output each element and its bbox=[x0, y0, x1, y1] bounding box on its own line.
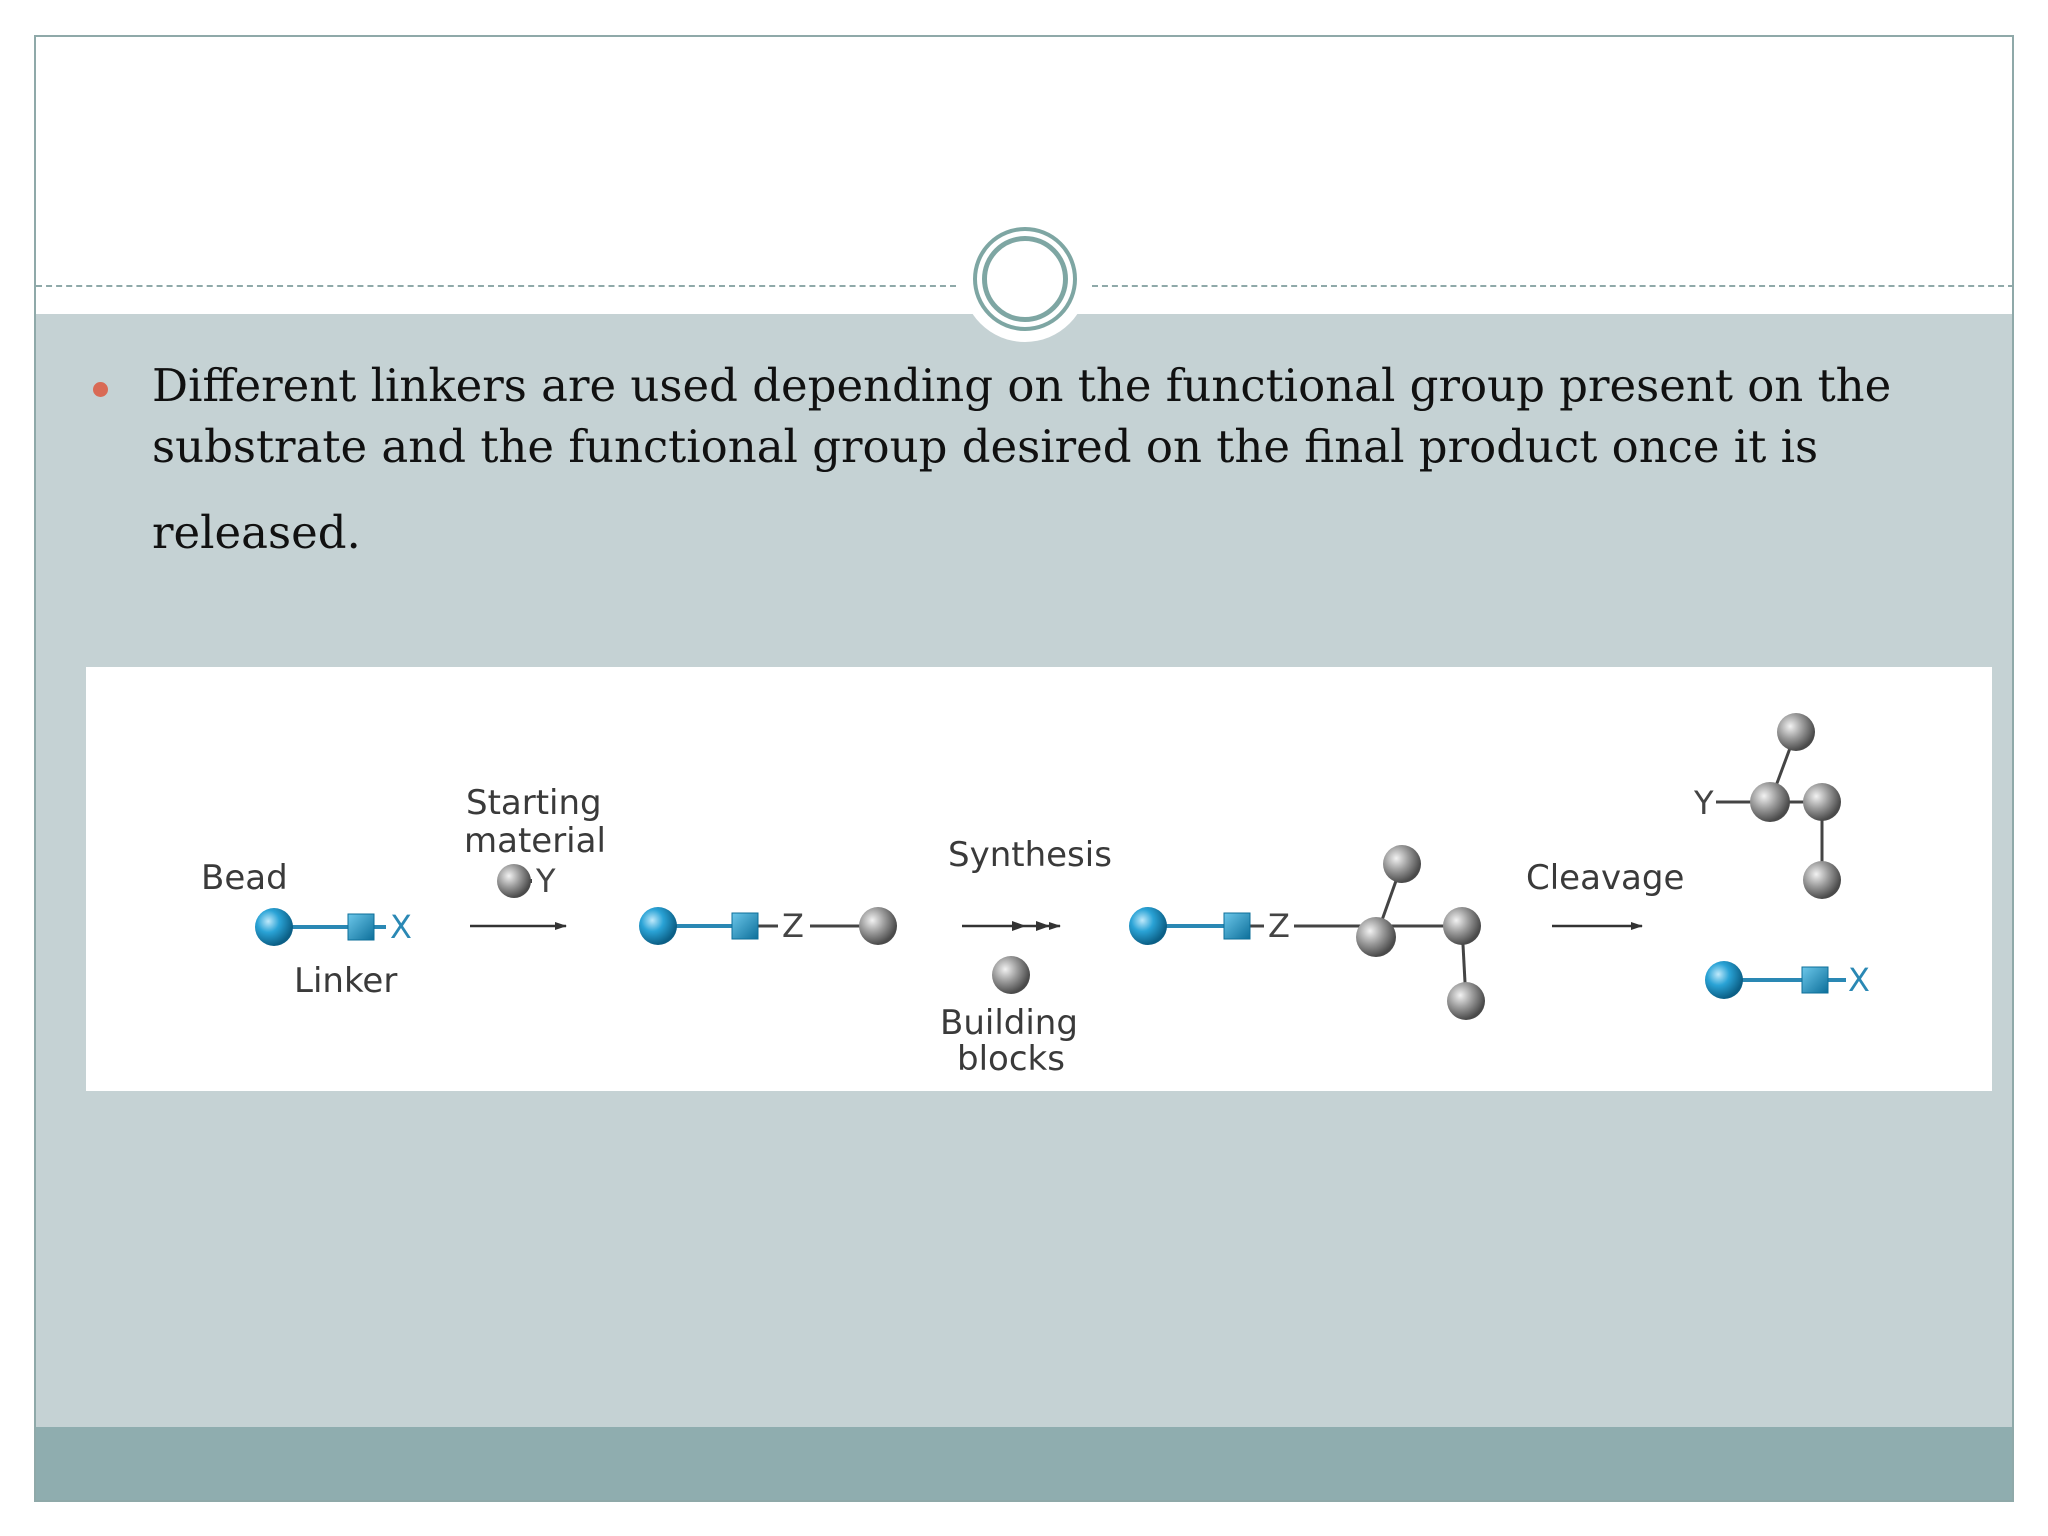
x-group-label: X bbox=[390, 908, 412, 946]
y-group-label: Y bbox=[1693, 784, 1714, 822]
gray-sphere bbox=[1383, 845, 1421, 883]
cleavage-label: Cleavage bbox=[1526, 858, 1684, 898]
building-blocks-label-1: Building bbox=[940, 1003, 1078, 1043]
slide: Different linkers are used depending on … bbox=[34, 35, 2014, 1502]
bead-sphere bbox=[1129, 907, 1167, 945]
synthesis-step: Synthesis Building blocks bbox=[940, 835, 1112, 1079]
bullet-line-2: substrate and the functional group desir… bbox=[152, 420, 1819, 473]
linker-square bbox=[1801, 966, 1829, 994]
bullet-text: Different linkers are used depending on … bbox=[152, 355, 1952, 563]
bead-linker-z-group: Z bbox=[639, 907, 897, 945]
gray-sphere bbox=[1803, 861, 1841, 899]
linker-square bbox=[347, 913, 375, 941]
released-product-group: Y bbox=[1693, 713, 1841, 899]
gray-sphere bbox=[1356, 917, 1396, 957]
gray-sphere bbox=[1443, 907, 1481, 945]
regenerated-bead-linker-group: X bbox=[1705, 961, 1870, 999]
starting-material-step: Starting material Y bbox=[464, 783, 606, 930]
gray-sphere bbox=[1447, 982, 1485, 1020]
solid-phase-synthesis-figure: Bead Linker X Starting material Y Z bbox=[86, 667, 1992, 1091]
bullet-line-3: released. bbox=[152, 506, 361, 559]
bullet-line-1: Different linkers are used depending on … bbox=[152, 359, 1892, 412]
linker-square bbox=[1223, 912, 1251, 940]
ring-ornament-inner bbox=[982, 236, 1068, 322]
bead-sphere bbox=[639, 907, 677, 945]
figure-diagram: Bead Linker X Starting material Y Z bbox=[201, 713, 1870, 1079]
linker-label: Linker bbox=[294, 961, 397, 1001]
starting-material-label-1: Starting bbox=[466, 783, 602, 823]
bead-label: Bead bbox=[201, 858, 288, 898]
starting-material-sphere bbox=[497, 864, 531, 898]
divider-left bbox=[36, 285, 956, 287]
gray-sphere bbox=[859, 907, 897, 945]
bead-bound-product-group: Z bbox=[1129, 845, 1485, 1020]
gray-sphere bbox=[1777, 713, 1815, 751]
linker-square bbox=[731, 912, 759, 940]
footer-bar bbox=[36, 1427, 2012, 1500]
x-group-label: X bbox=[1848, 961, 1870, 999]
cleavage-step: Cleavage bbox=[1526, 858, 1684, 930]
building-block-sphere bbox=[992, 956, 1030, 994]
starting-material-label-2: material bbox=[464, 821, 606, 861]
bullet-dot bbox=[93, 382, 108, 397]
arrow-2-inner-head bbox=[1036, 921, 1050, 931]
building-blocks-label-2: blocks bbox=[957, 1039, 1065, 1079]
z-group-label: Z bbox=[1268, 907, 1290, 945]
arrow-2-inner-head bbox=[1012, 921, 1026, 931]
synthesis-label: Synthesis bbox=[948, 835, 1112, 875]
y-group-label: Y bbox=[535, 862, 556, 900]
z-group-label: Z bbox=[782, 907, 804, 945]
bead-sphere bbox=[1705, 961, 1743, 999]
gray-sphere bbox=[1803, 783, 1841, 821]
bead-linker-group: Bead Linker X bbox=[201, 858, 412, 1001]
gray-sphere bbox=[1750, 782, 1790, 822]
bead-sphere bbox=[255, 908, 293, 946]
divider-right bbox=[1092, 285, 2012, 287]
